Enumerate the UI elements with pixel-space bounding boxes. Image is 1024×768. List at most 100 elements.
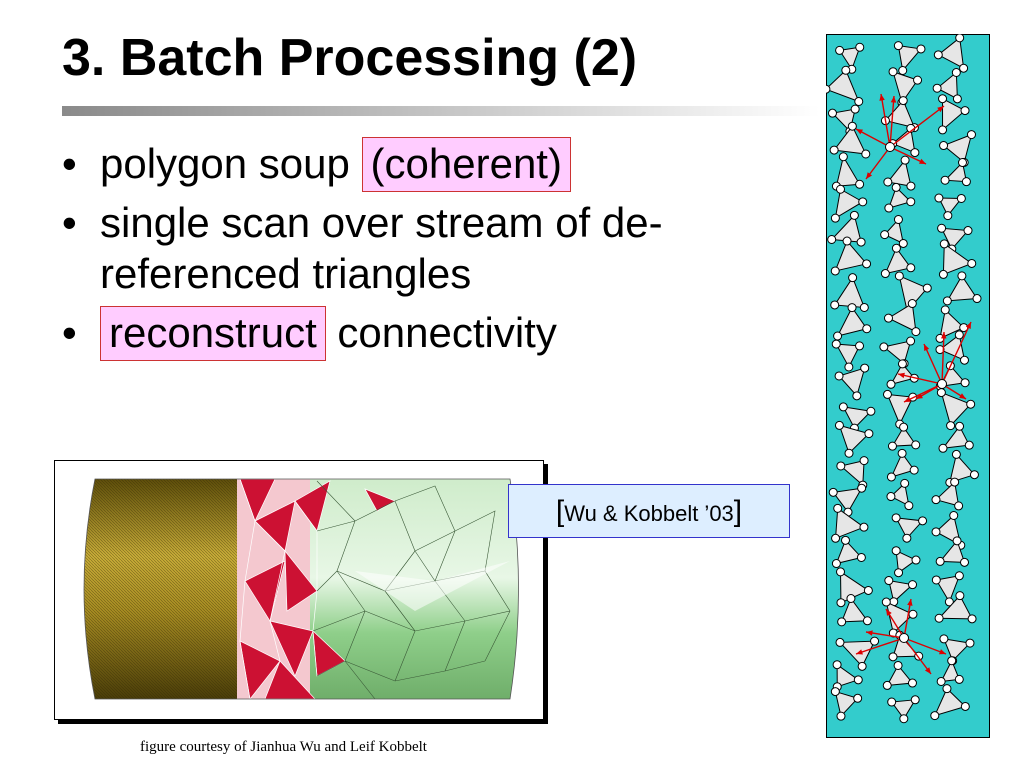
soup-vertex — [940, 305, 950, 315]
bullet-reconstruct: • reconstruct connectivity — [62, 305, 822, 361]
soup-vertex — [859, 456, 869, 466]
soup-vertex — [879, 342, 889, 352]
bullet-text: connectivity — [337, 308, 557, 356]
soup-vertex — [884, 203, 894, 213]
triangle-soup-illustration — [826, 34, 990, 738]
soup-vertex — [882, 389, 892, 399]
soup-triangle — [946, 274, 978, 302]
soup-vertex — [960, 701, 970, 711]
soup-vertex — [886, 472, 896, 482]
soup-triangle — [940, 659, 961, 683]
soup-triangle — [882, 340, 912, 365]
bullet-single-scan: • single scan over stream of de-referenc… — [62, 197, 822, 300]
soup-vertex — [830, 213, 840, 223]
soup-vertex — [894, 271, 904, 281]
soup-vertex — [863, 585, 873, 595]
soup-vertex — [855, 42, 865, 52]
soup-vertex — [958, 158, 968, 168]
soup-vertex — [831, 339, 841, 349]
soup-vertex — [857, 483, 867, 493]
soup-vertex — [856, 552, 866, 562]
soup-vertex — [893, 660, 903, 670]
hub-vertex — [937, 379, 947, 389]
arrow-head — [937, 106, 944, 113]
soup-vertex — [954, 571, 964, 581]
soup-vertex — [967, 614, 977, 624]
soup-vertex — [946, 421, 956, 431]
soup-triangle — [935, 575, 961, 604]
arrow-head — [856, 129, 863, 135]
soup-vertex — [960, 378, 970, 388]
soup-vertex — [846, 594, 856, 604]
soup-triangle — [840, 597, 869, 623]
soup-vertex — [848, 273, 858, 283]
soup-vertex — [830, 266, 840, 276]
soup-vertex — [918, 516, 928, 526]
soup-vertex — [849, 210, 859, 220]
soup-vertex — [862, 259, 872, 269]
adjacency-arrow — [903, 598, 912, 639]
title-underline — [62, 106, 820, 116]
soup-triangle — [835, 343, 861, 369]
arrow-head — [919, 158, 926, 164]
soup-vertex — [827, 235, 837, 245]
soup-vertex — [853, 675, 863, 685]
soup-vertex — [866, 406, 876, 416]
soup-triangle — [834, 188, 864, 220]
cylinder-mesh-image — [83, 478, 519, 700]
highlight-reconstruct: reconstruct — [100, 305, 326, 361]
soup-triangle — [836, 306, 868, 337]
soup-vertex — [884, 576, 894, 586]
soup-triangle — [839, 459, 865, 487]
soup-vertex — [861, 149, 871, 159]
soup-triangle — [883, 218, 904, 245]
soup-vertex — [883, 313, 893, 323]
soup-triangle — [943, 161, 968, 183]
soup-vertex — [922, 283, 932, 293]
soup-vertex — [886, 379, 896, 389]
soup-vertex — [936, 388, 946, 398]
soup-triangle — [888, 186, 912, 209]
soup-vertex — [838, 152, 848, 162]
soup-triangle — [933, 687, 967, 717]
soup-vertex — [860, 363, 870, 373]
soup-vertex — [955, 421, 965, 431]
soup-vertex — [891, 513, 901, 523]
soup-vertex — [835, 45, 845, 55]
soup-vertex — [831, 533, 841, 543]
soup-vertex — [906, 197, 916, 207]
soup-triangle — [890, 452, 915, 478]
soup-triangle — [834, 240, 868, 272]
soup-vertex — [830, 687, 840, 697]
soup-triangle — [838, 424, 870, 455]
soup-vertex — [951, 67, 961, 77]
soup-vertex — [852, 391, 862, 401]
soup-triangle — [836, 663, 860, 688]
soup-vertex — [906, 181, 916, 191]
adjacency-arrow — [889, 105, 945, 148]
soup-triangle — [891, 426, 917, 447]
soup-vertex — [897, 448, 907, 458]
soup-vertex — [842, 236, 852, 246]
soup-vertex — [899, 714, 909, 724]
soup-triangle — [838, 46, 861, 71]
soup-vertex — [936, 676, 946, 686]
soup-triangle — [833, 125, 867, 155]
soup-vertex — [934, 613, 944, 623]
soup-vertex — [938, 269, 948, 279]
soup-vertex — [891, 546, 901, 556]
soup-vertex — [938, 125, 948, 135]
soup-vertex — [909, 465, 919, 475]
soup-vertex — [836, 184, 846, 194]
soup-vertex — [956, 193, 966, 203]
soup-triangle — [834, 507, 865, 540]
soup-vertex — [844, 362, 854, 372]
soup-triangle — [895, 517, 924, 540]
soup-vertex — [961, 177, 971, 187]
soup-triangle — [838, 367, 866, 397]
soup-vertex — [965, 638, 975, 648]
soup-vertex — [938, 94, 948, 104]
soup-vertex — [959, 355, 969, 365]
adjacency-arrow — [880, 93, 891, 148]
soup-triangle — [884, 247, 912, 275]
